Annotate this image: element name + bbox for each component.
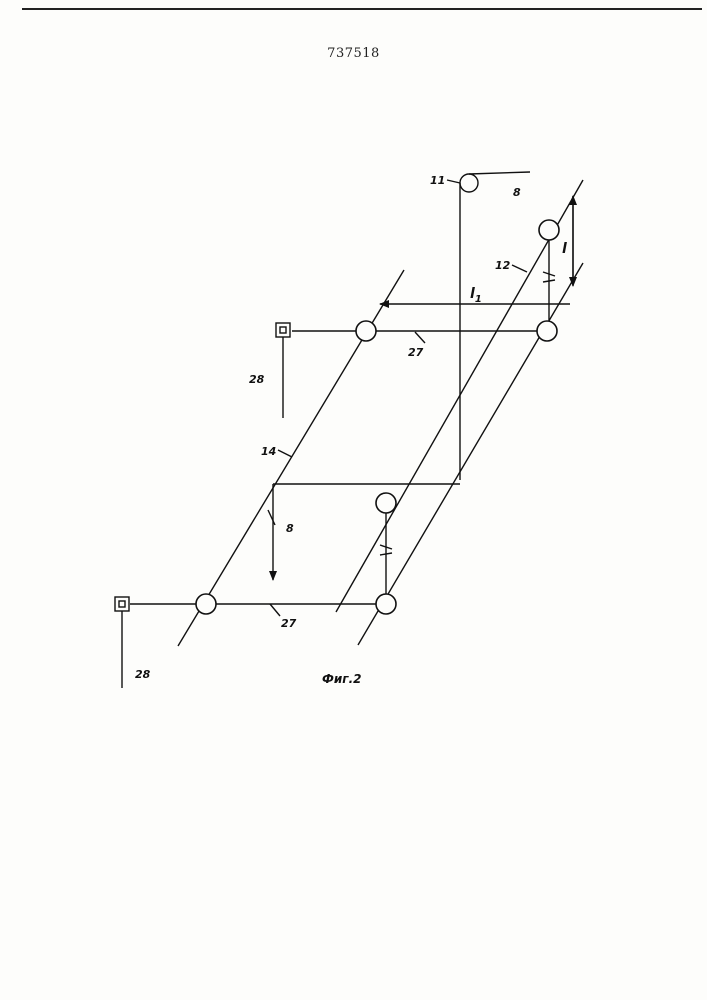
pulley-upper-left: [356, 321, 376, 341]
post-28-lower-box: [115, 597, 129, 611]
pulley-upper-right: [537, 321, 557, 341]
label-28-lower: 28: [135, 668, 151, 681]
figure-caption: Фиг.2: [322, 672, 362, 686]
label-8-lower: 8: [286, 522, 294, 535]
label-14: 14: [261, 445, 276, 458]
label-l1: l1: [470, 286, 482, 305]
leader-27-lower: [270, 604, 280, 616]
label-l: l: [562, 241, 567, 257]
post-28-lower-inner: [119, 601, 125, 607]
pulley-middle: [376, 493, 396, 513]
label-27-upper: 27: [408, 346, 424, 359]
pulley-lower-right: [376, 594, 396, 614]
leader-27-upper: [415, 332, 425, 343]
brake-mark-upper-b: [543, 280, 555, 282]
pulley-lower-left: [196, 594, 216, 614]
leader-14: [278, 450, 292, 457]
label-l1-sub: 1: [475, 294, 482, 305]
leader-11: [447, 180, 460, 183]
brake-mark-lower-b: [380, 553, 392, 555]
pulley-top-right: [539, 220, 559, 240]
rope-8-top-line: [469, 172, 530, 174]
sheave-11-circle: [460, 174, 478, 192]
label-12: 12: [495, 259, 511, 272]
label-8-top: 8: [513, 186, 521, 199]
leader-8-lower: [268, 510, 275, 525]
label-27-lower: 27: [281, 617, 297, 630]
post-28-upper-box: [276, 323, 290, 337]
label-11: 11: [430, 174, 445, 187]
post-28-upper-inner: [280, 327, 286, 333]
leader-12: [512, 265, 527, 272]
label-28-upper: 28: [249, 373, 265, 386]
